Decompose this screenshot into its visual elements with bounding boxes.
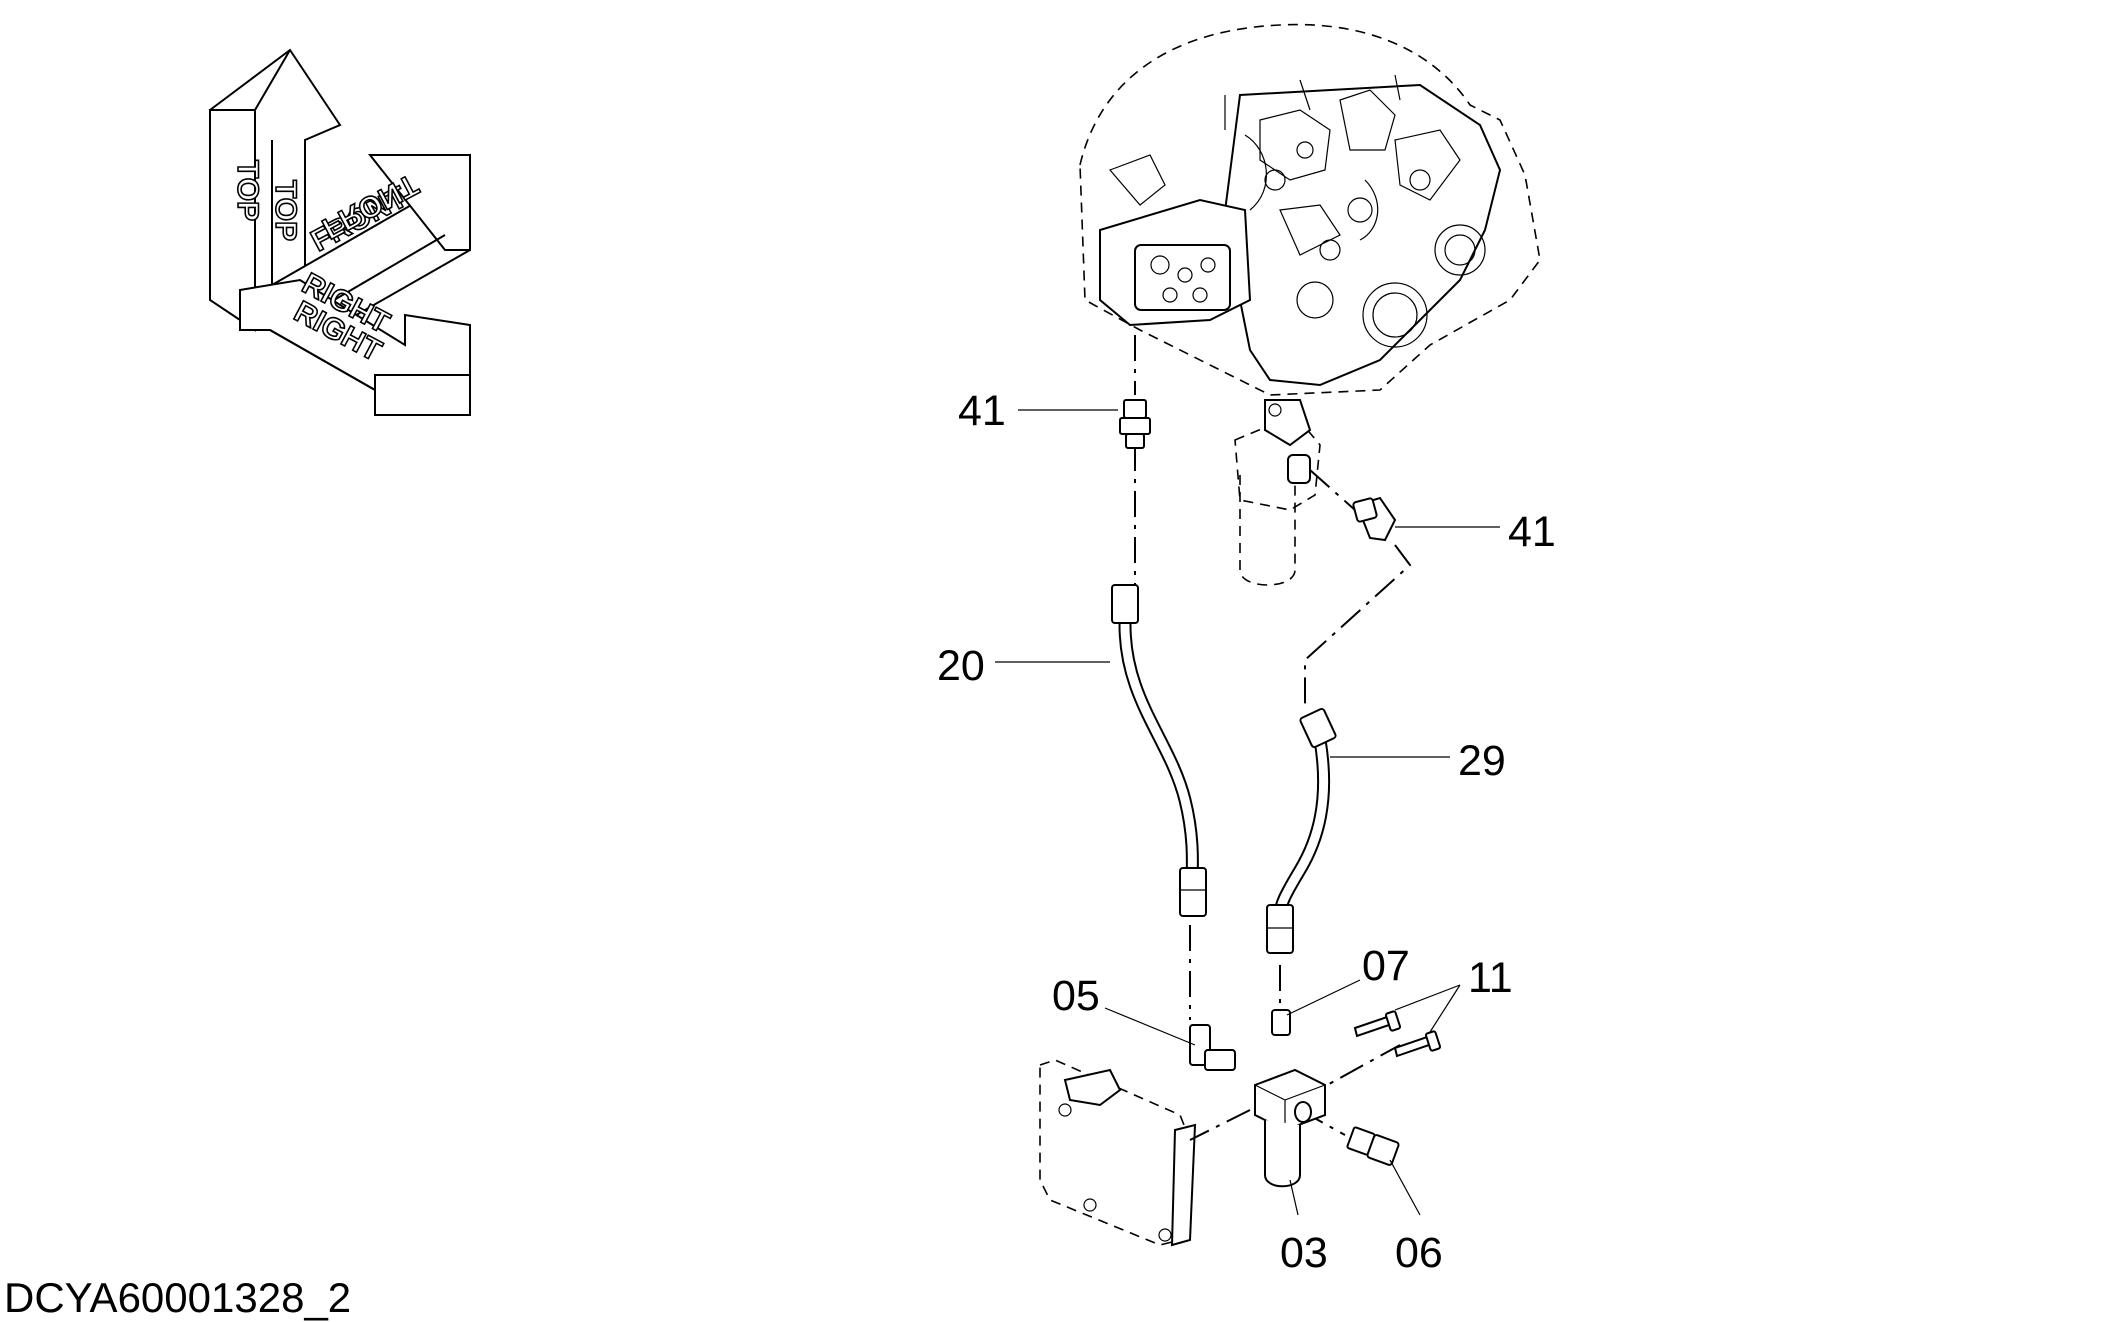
leader-07 bbox=[1286, 979, 1361, 1016]
fitting-41-lower bbox=[1352, 496, 1397, 542]
transmission-assembly bbox=[1079, 23, 1541, 396]
hose-29 bbox=[1266, 707, 1337, 954]
leader-06 bbox=[1389, 1159, 1421, 1216]
callouts: 41 41 20 29 05 07 11 03 06 bbox=[937, 387, 1556, 1277]
adapter-07 bbox=[1271, 1009, 1291, 1036]
orientation-indicator: TOP TOP FRONT FRONT RIGHT RIGHT bbox=[208, 48, 471, 416]
fitting-05 bbox=[1189, 1024, 1236, 1071]
sensor-06 bbox=[1346, 1126, 1400, 1166]
leader-03 bbox=[1289, 1179, 1299, 1216]
callout-41-lower: 41 bbox=[1508, 508, 1556, 556]
leader-11b bbox=[1429, 984, 1461, 1033]
top-arrow-icon bbox=[208, 48, 342, 332]
top-label-shadow: TOP bbox=[269, 180, 302, 241]
figure-id: DCYA60001328_2 bbox=[4, 1274, 352, 1321]
right-arrow-icon bbox=[239, 278, 471, 416]
callout-29: 29 bbox=[1458, 737, 1506, 785]
fitting-41-upper bbox=[1119, 399, 1151, 449]
top-label: TOP bbox=[231, 160, 264, 221]
filter-block-03 bbox=[1254, 1068, 1326, 1188]
leader-11a bbox=[1394, 984, 1461, 1011]
callout-05: 05 bbox=[1052, 972, 1100, 1020]
callout-11: 11 bbox=[1468, 954, 1513, 1002]
valve-plate bbox=[1039, 1059, 1197, 1247]
callout-20: 20 bbox=[937, 642, 985, 690]
callout-07: 07 bbox=[1362, 942, 1410, 990]
callout-06: 06 bbox=[1395, 1229, 1443, 1277]
callout-41-upper: 41 bbox=[958, 387, 1006, 435]
leader-05 bbox=[1104, 1007, 1196, 1046]
leader-lines bbox=[995, 409, 1500, 1216]
filter-assembly bbox=[1234, 399, 1321, 586]
callout-03: 03 bbox=[1280, 1229, 1328, 1277]
bolts-11 bbox=[1353, 1010, 1442, 1058]
hose-20 bbox=[1111, 584, 1207, 917]
